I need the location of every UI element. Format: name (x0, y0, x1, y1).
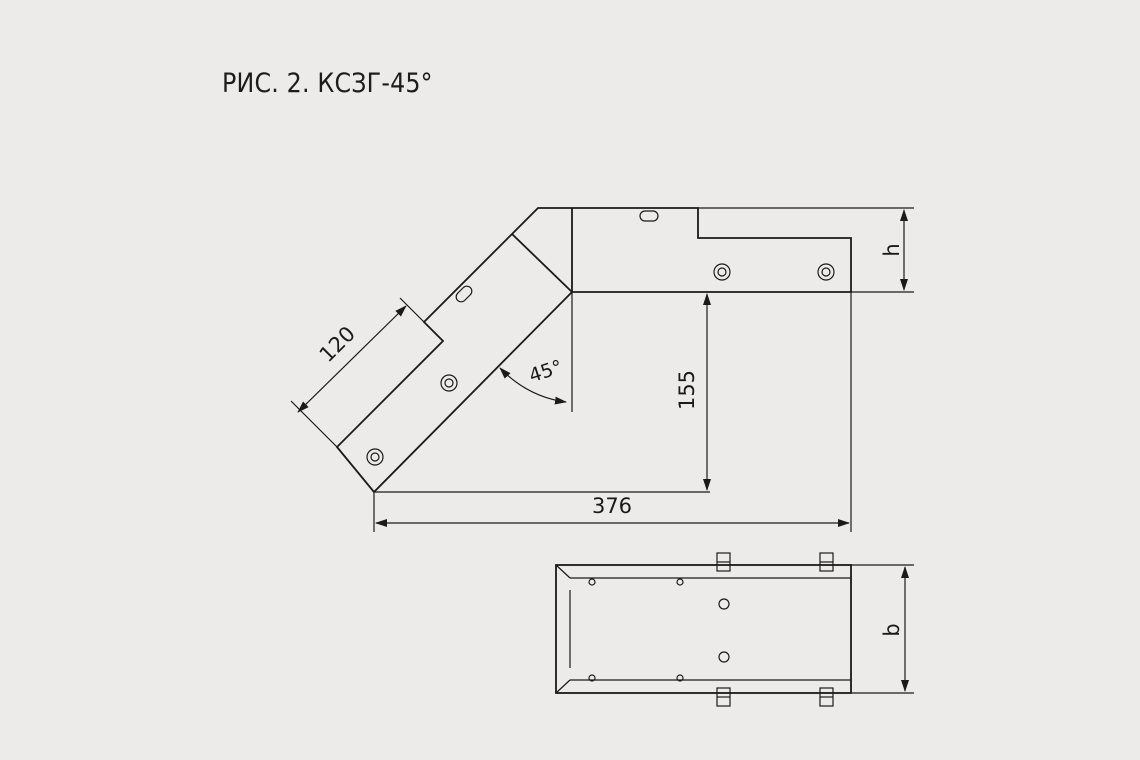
plan-view: b (555, 552, 914, 707)
dim-label-155: 155 (675, 370, 699, 410)
flange-line (555, 679, 571, 694)
extension-line (399, 297, 425, 323)
hole (676, 578, 684, 586)
flange-line (555, 564, 571, 579)
bolt-icon (819, 552, 834, 572)
bolt-icon (713, 263, 731, 281)
corner-edge (511, 207, 572, 235)
dim-label-h: h (880, 243, 904, 256)
hole (718, 651, 730, 663)
dim-label-120: 120 (315, 322, 360, 367)
hole (718, 598, 730, 610)
slot-hole (639, 210, 659, 222)
bend-line (511, 233, 573, 293)
extension-line (290, 400, 338, 448)
plan-outline (555, 564, 852, 694)
bolt-icon (716, 687, 731, 707)
hole (676, 674, 684, 682)
side-view: h 155 376 120 45° (290, 207, 914, 532)
angle-arc (499, 367, 567, 405)
straight-section-outline (572, 207, 852, 293)
bolt-icon (817, 263, 835, 281)
dim-label-376: 376 (592, 494, 632, 518)
hole (588, 578, 596, 586)
bolt-icon (819, 687, 834, 707)
bolt-icon (440, 374, 458, 392)
figure-title: РИС. 2. КСЗГ-45° (222, 68, 433, 99)
hole (588, 674, 596, 682)
bolt-icon (366, 448, 384, 466)
dim-label-b: b (880, 623, 904, 636)
slot-hole (455, 285, 473, 303)
angle-label: 45° (526, 356, 565, 387)
dim-line-120 (297, 305, 407, 413)
bolt-icon (716, 552, 731, 572)
